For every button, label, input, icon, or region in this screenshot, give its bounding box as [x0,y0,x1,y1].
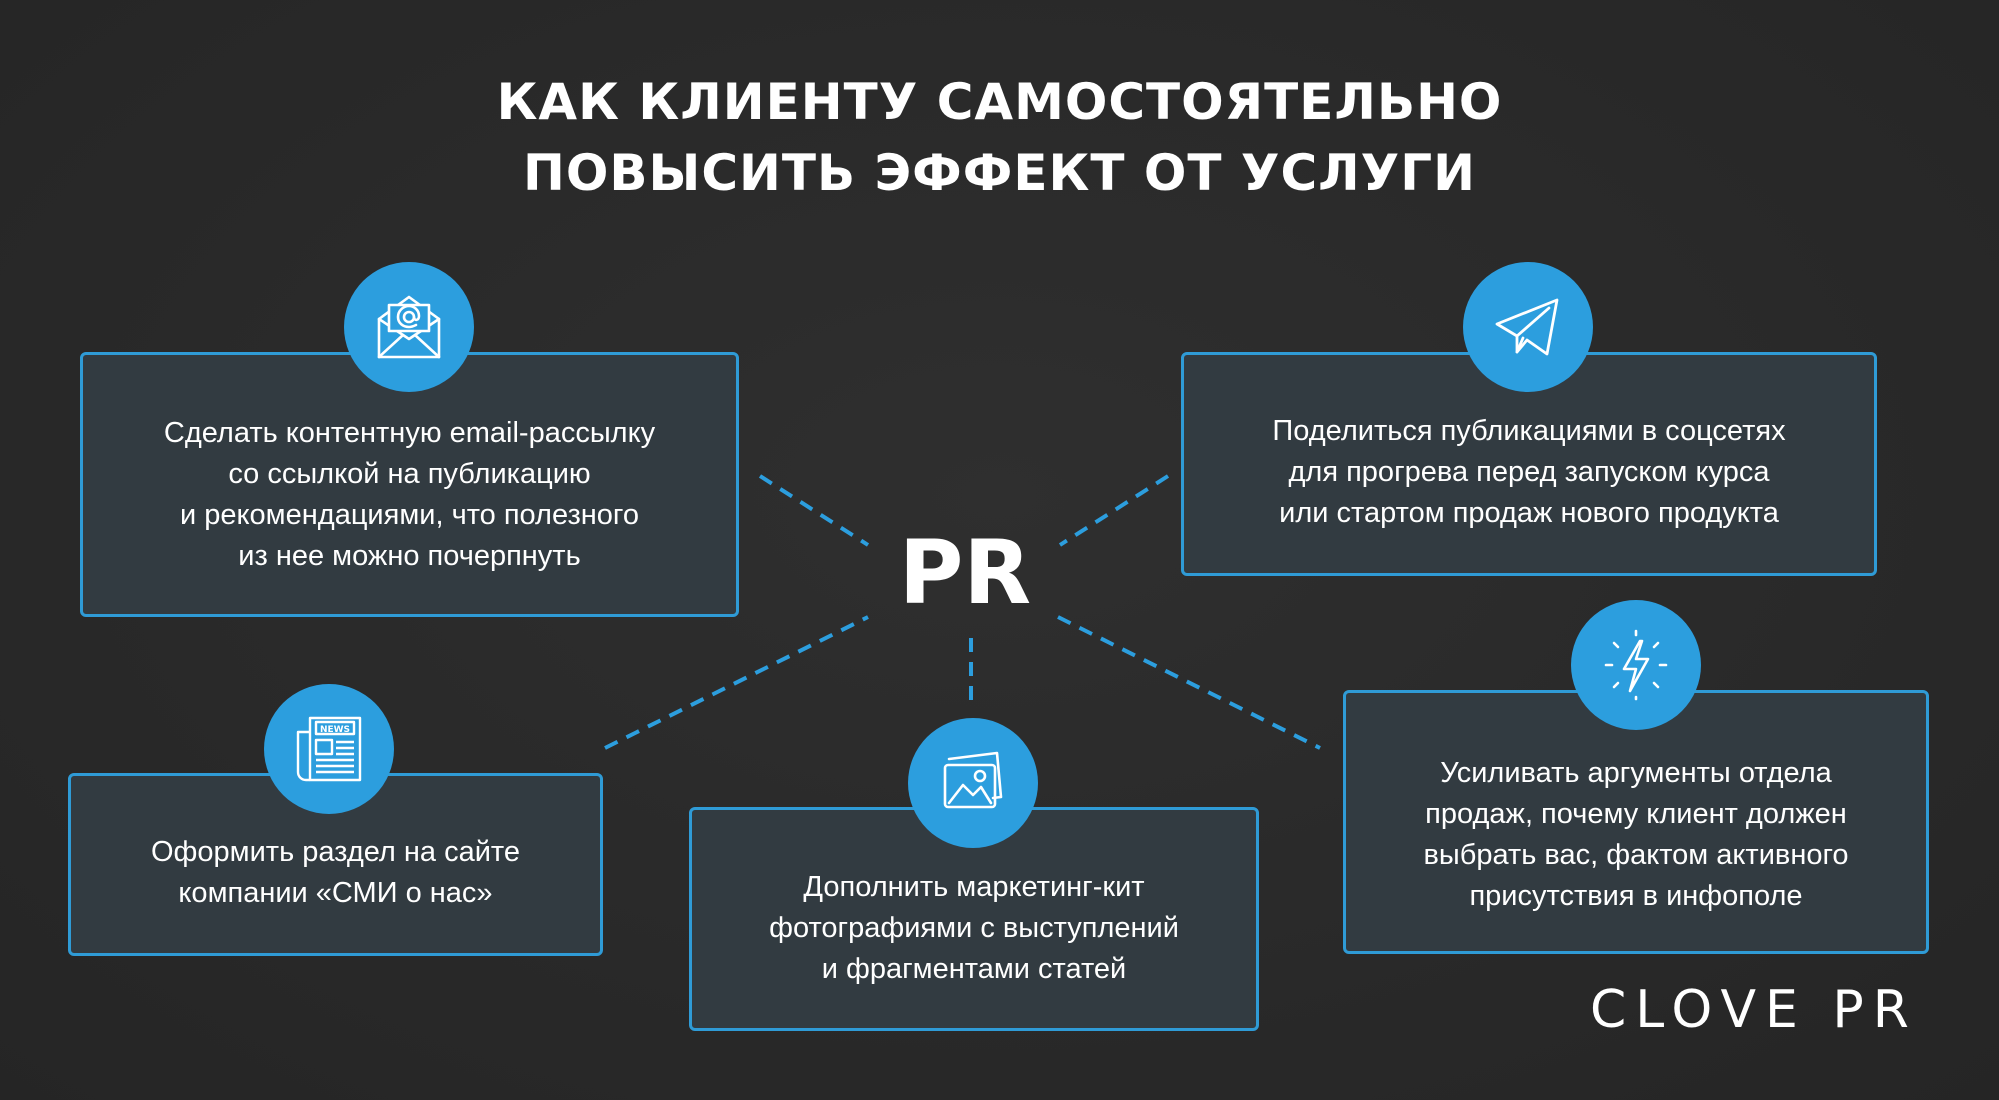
newspaper-icon: NEWS [264,684,394,814]
center-pr-label: PR [898,521,1032,624]
card-lightning-line-1: Усиливать аргументы отдела [1440,757,1832,789]
svg-text:NEWS: NEWS [320,725,350,735]
card-email-line-4: из нее можно почерпнуть [238,539,581,572]
telegram-paper-plane-icon [1463,262,1593,392]
card-social-line-2: для прогрева перед запуском курса [1288,455,1770,488]
card-lightning-line-4: присутствия в инфополе [1469,880,1803,912]
card-email-line-2: со ссылкой на публикацию [228,457,591,490]
brand-logo: CLOVE PR [1590,980,1918,1040]
title-line-1: КАК КЛИЕНТУ САМОСТОЯТЕЛЬНО [496,73,1503,131]
connector-lightning [1057,615,1321,750]
card-lightning-line-2: продаж, почему клиент должен [1425,798,1847,830]
card-social-line-3: или стартом продаж нового продукта [1279,496,1779,529]
card-lightning-line-3: выбрать вас, фактом активного [1423,839,1849,871]
card-social-line-1: Поделиться публикациями в соцсетях [1272,414,1786,447]
card-photo-line-2: фотографиями с выступлений [769,911,1179,944]
card-news-line-1: Оформить раздел на сайте [150,835,521,868]
connector-social [1058,474,1170,547]
card-photo-line-1: Дополнить маркетинг-кит [803,870,1145,903]
lightning-icon [1571,600,1701,730]
title-line-2: ПОВЫСИТЬ ЭФФЕКТ ОТ УСЛУГИ [523,144,1476,202]
card-email-line-3: и рекомендациями, что полезного [180,498,639,531]
connector-news [604,615,869,750]
card-news-line-2: компании «СМИ о нас» [178,876,493,909]
card-photo-line-3: и фрагментами статей [821,952,1127,985]
photo-gallery-icon [908,718,1038,848]
connector-email [758,474,870,547]
email-envelope-icon [344,262,474,392]
card-email-line-1: Сделать контентную email-рассылку [163,416,656,449]
card-email-newsletter: Сделать контентную email-рассылку со ссы… [80,352,739,617]
